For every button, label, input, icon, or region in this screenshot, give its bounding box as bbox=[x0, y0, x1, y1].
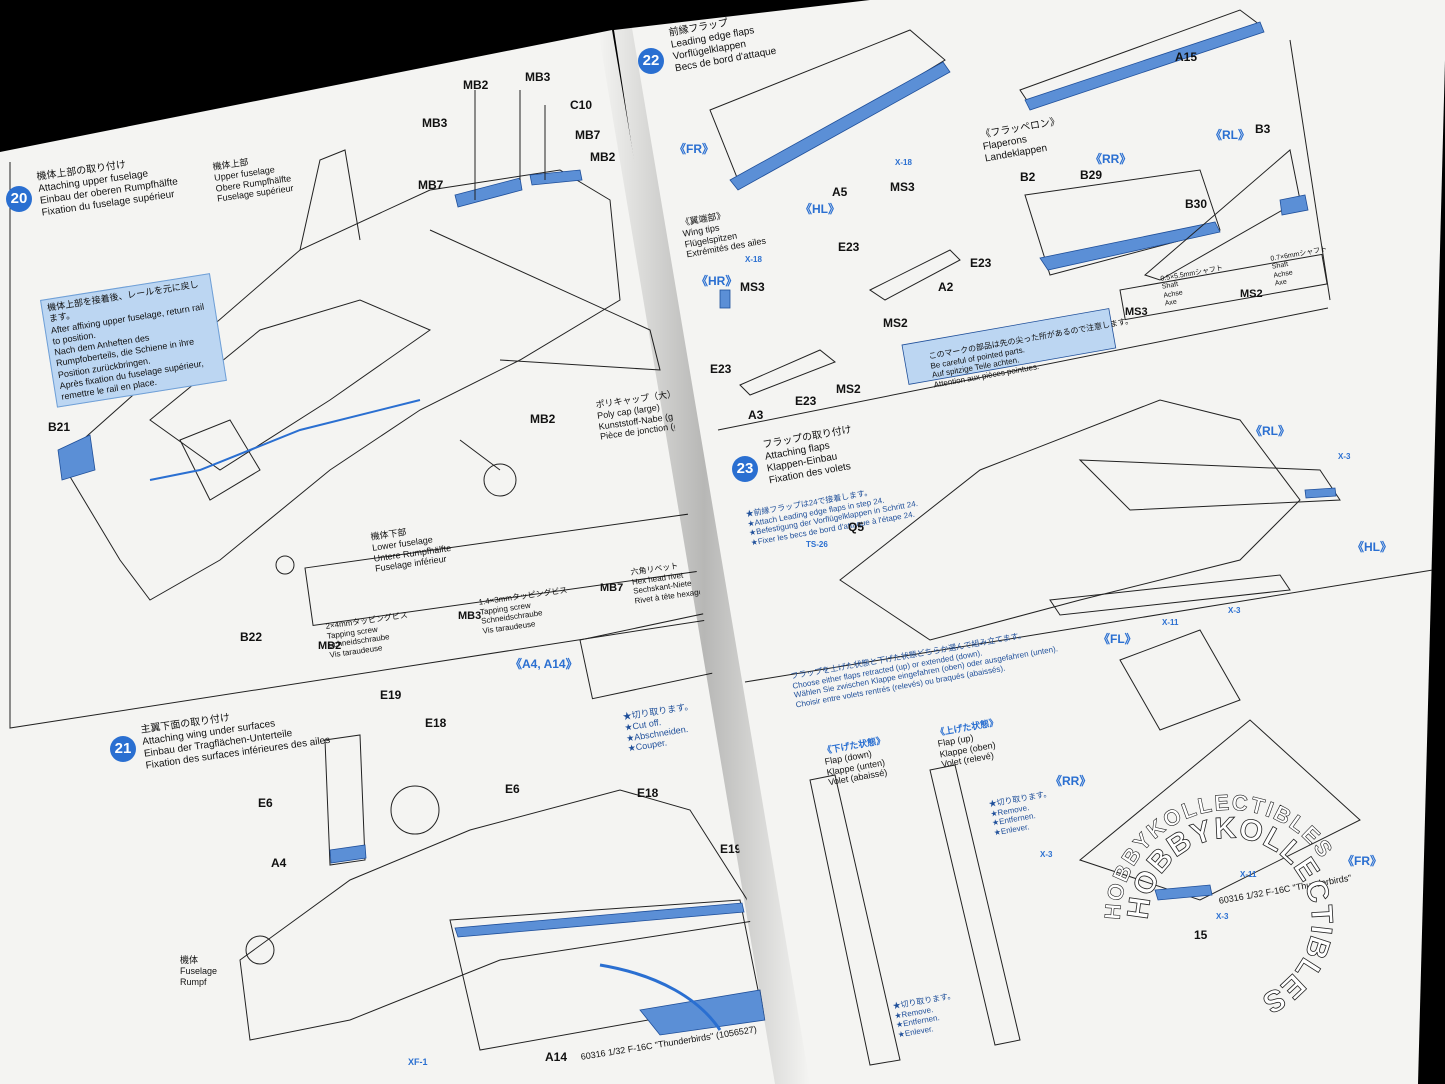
part-c10: C10 bbox=[570, 98, 593, 112]
part-e6-a: E6 bbox=[258, 796, 273, 810]
part-b3: B3 bbox=[1255, 122, 1271, 136]
part-b2: B2 bbox=[1020, 170, 1036, 184]
variant-a4-a14: 《A4, A14》 bbox=[510, 657, 578, 671]
part-e18-b: E18 bbox=[637, 786, 659, 800]
watermark-logo: HOBBYKOLLECTIBLES HOBBYKOLLECTIBLES bbox=[1099, 789, 1337, 1020]
part-mb3-a: MB3 bbox=[525, 70, 551, 84]
shaft-ms2-code: MS2 bbox=[1240, 288, 1263, 300]
variant-fr-23: 《FR》 bbox=[1342, 854, 1382, 868]
part-b30: B30 bbox=[1185, 197, 1208, 211]
part-a4: A4 bbox=[271, 856, 287, 870]
variant-rl-23: 《RL》 bbox=[1250, 424, 1290, 438]
part-e19-b: E19 bbox=[720, 842, 742, 856]
hardware-mb7-code: MB7 bbox=[600, 582, 624, 594]
part-e23-d: E23 bbox=[795, 394, 817, 408]
variant-fr: 《FR》 bbox=[674, 142, 714, 156]
hardware-mb2-code: MB2 bbox=[318, 640, 342, 652]
part-a14: A14 bbox=[545, 1050, 568, 1064]
paint-x11-b: X-11 bbox=[1240, 870, 1257, 879]
hardware-mb3-code: MB3 bbox=[458, 610, 482, 622]
part-ms2-b: MS2 bbox=[836, 382, 861, 396]
paint-x3-b: X-3 bbox=[1228, 606, 1241, 615]
variant-hl-23: 《HL》 bbox=[1352, 540, 1392, 554]
paint-ts26: TS-26 bbox=[806, 540, 828, 549]
part-mb2-c: MB2 bbox=[530, 412, 556, 426]
step-20-badge: 20 bbox=[6, 186, 32, 212]
variant-hr: 《HR》 bbox=[696, 274, 738, 288]
paint-x18-b: X-18 bbox=[745, 255, 762, 264]
paint-x3-c: X-3 bbox=[1040, 850, 1053, 859]
part-mb3-b: MB3 bbox=[422, 116, 448, 130]
fuselage-en: Fuselage bbox=[180, 965, 218, 976]
part-e23-b: E23 bbox=[970, 256, 992, 270]
fuselage-de: Rumpf bbox=[180, 976, 207, 987]
page-number: 15 bbox=[1194, 928, 1208, 942]
part-ms2-a: MS2 bbox=[883, 316, 908, 330]
step-23-badge: 23 bbox=[732, 456, 758, 482]
variant-hl: 《HL》 bbox=[800, 202, 840, 216]
part-b21: B21 bbox=[48, 420, 71, 434]
variant-rl: 《RL》 bbox=[1210, 128, 1250, 142]
part-mb2-a: MB2 bbox=[463, 78, 489, 92]
part-mb2-b: MB2 bbox=[590, 150, 616, 164]
part-b29: B29 bbox=[1080, 168, 1103, 182]
paint-x11-a: X-11 bbox=[1162, 618, 1179, 627]
part-mb7-a: MB7 bbox=[575, 128, 601, 142]
part-ms3-a: MS3 bbox=[890, 180, 915, 194]
paint-x3-a: X-3 bbox=[1338, 452, 1351, 461]
part-e23-c: E23 bbox=[710, 362, 732, 376]
paint-xf1: XF-1 bbox=[408, 1057, 428, 1067]
part-b22: B22 bbox=[240, 630, 263, 644]
fuselage-label: 機体 Fuselage Rumpf bbox=[180, 955, 217, 987]
part-q5: Q5 bbox=[848, 520, 865, 534]
part-ms3-b: MS3 bbox=[740, 280, 765, 294]
variant-rr: 《RR》 bbox=[1090, 152, 1132, 166]
part-e18-a: E18 bbox=[425, 716, 447, 730]
part-mb7-b: MB7 bbox=[418, 178, 444, 192]
part-e19-a: E19 bbox=[380, 688, 402, 702]
step-21-badge: 21 bbox=[110, 736, 136, 762]
part-e6-b: E6 bbox=[505, 782, 520, 796]
part-a3: A3 bbox=[748, 408, 764, 422]
part-a5: A5 bbox=[832, 185, 848, 199]
part-e23-a: E23 bbox=[838, 240, 860, 254]
shaft-ms3-code: MS3 bbox=[1125, 306, 1148, 318]
paint-x18-a: X-18 bbox=[895, 158, 912, 167]
part-a2: A2 bbox=[938, 280, 954, 294]
variant-rr-23: 《RR》 bbox=[1050, 774, 1092, 788]
paint-x3-d: X-3 bbox=[1216, 912, 1229, 921]
step-22-badge: 22 bbox=[638, 48, 664, 74]
variant-fl-23: 《FL》 bbox=[1098, 632, 1137, 646]
part-a15: A15 bbox=[1175, 50, 1198, 64]
fuselage-jp: 機体 bbox=[180, 955, 199, 965]
